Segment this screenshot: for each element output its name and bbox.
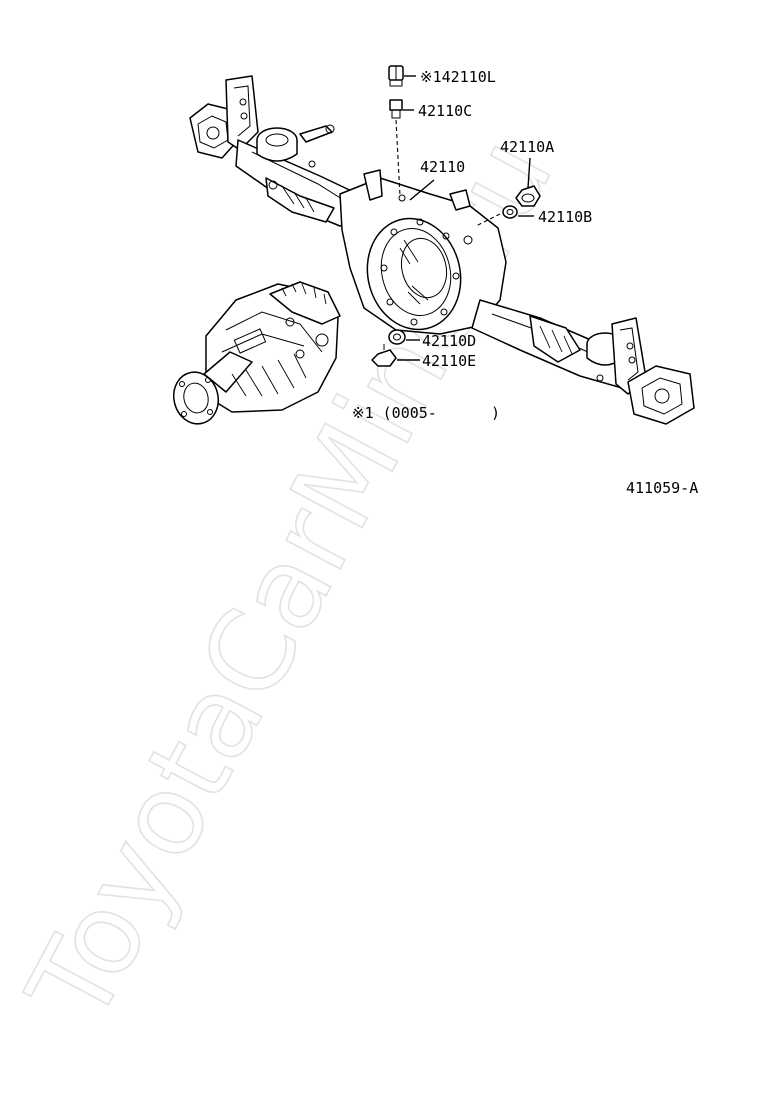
label-42110E: 42110E [422,352,476,370]
gasket-42110D [388,329,406,345]
breather-plug-42110C [389,99,403,119]
label-42110C: 42110C [418,102,472,120]
breather-plug-42110L [388,65,404,87]
illustration-ref-number: 411059-A [626,479,698,497]
leader-42110A [527,157,531,189]
drain-plug-42110E [371,344,397,367]
gasket-42110B [502,205,518,219]
plug-42110A [515,185,541,207]
footnote-note: ※1 (0005- ) [352,404,500,422]
leader-42110 [409,179,435,201]
label-42110: 42110 [420,158,465,176]
label-42110A: 42110A [500,138,554,156]
label-42110L: ※142110L [420,68,496,86]
label-42110D: 42110D [422,332,476,350]
axle-housing [189,75,695,425]
differential-carrier [172,281,341,425]
label-42110B: 42110B [538,208,592,226]
